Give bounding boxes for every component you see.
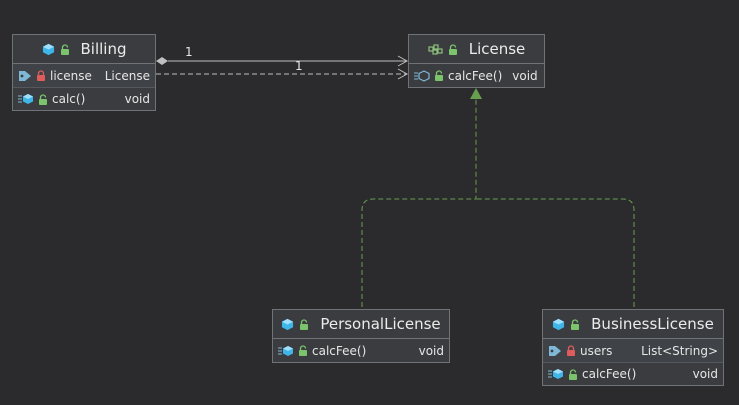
method-return-type: void	[512, 68, 538, 83]
business-license-class-name: BusinessLicense	[591, 315, 714, 333]
public-lock-icon	[448, 43, 458, 55]
billing-field-license[interactable]: license License	[13, 64, 155, 87]
method-return-type: void	[418, 343, 444, 358]
business-license-class-box[interactable]: BusinessLicense users List<String> calcF…	[542, 309, 724, 386]
method-icon	[548, 368, 564, 380]
billing-method-calc[interactable]: calc() void	[13, 87, 155, 110]
personal-license-class-name: PersonalLicense	[320, 315, 441, 333]
realization-line-personal	[361, 98, 477, 307]
public-lock-icon	[38, 93, 48, 105]
composition-arrowhead	[397, 55, 409, 67]
method-return-type: void	[124, 92, 150, 106]
method-name: calcFee()	[448, 68, 503, 83]
billing-class-box[interactable]: Billing license License calc() void	[12, 34, 156, 111]
private-lock-icon	[566, 345, 576, 356]
license-interface-box[interactable]: License calcFee() void	[408, 34, 545, 88]
composition-multiplicity: 1	[185, 45, 193, 59]
license-interface-header[interactable]: License	[409, 35, 544, 64]
method-icon	[18, 93, 34, 105]
method-return-type: void	[692, 367, 718, 381]
billing-class-header[interactable]: Billing	[13, 35, 155, 64]
composition-diamond	[156, 57, 168, 65]
method-name: calc()	[52, 92, 86, 106]
class-icon	[42, 43, 55, 56]
license-interface-name: License	[468, 40, 526, 58]
method-name: calcFee()	[312, 343, 367, 358]
interface-icon	[428, 43, 443, 55]
personal-license-method-calcfee[interactable]: calcFee() void	[273, 339, 449, 362]
business-license-method-calcfee[interactable]: calcFee() void	[543, 362, 723, 385]
public-lock-icon	[568, 368, 578, 380]
public-lock-icon	[434, 70, 444, 81]
public-lock-icon	[60, 43, 70, 55]
field-name: license	[50, 68, 92, 83]
field-tag-icon	[548, 345, 562, 357]
personal-license-class-header[interactable]: PersonalLicense	[273, 310, 449, 339]
method-icon	[278, 345, 294, 357]
license-method-calcfee[interactable]: calcFee() void	[409, 64, 544, 87]
realization-line-business	[476, 198, 635, 307]
class-icon	[552, 318, 565, 331]
public-lock-icon	[298, 345, 308, 356]
field-name: users	[580, 343, 613, 358]
personal-license-class-box[interactable]: PersonalLicense calcFee() void	[272, 309, 450, 363]
realization-arrowhead	[470, 88, 482, 99]
business-license-class-header[interactable]: BusinessLicense	[543, 310, 723, 339]
field-type: License	[104, 68, 150, 83]
private-lock-icon	[36, 70, 46, 81]
public-lock-icon	[570, 318, 580, 330]
billing-class-name: Billing	[80, 40, 127, 58]
abstract-method-icon	[414, 69, 430, 82]
field-type: List<String>	[641, 343, 718, 358]
method-name: calcFee()	[582, 367, 637, 381]
field-tag-icon	[18, 70, 32, 82]
business-license-field-users[interactable]: users List<String>	[543, 339, 723, 362]
dependency-arrowhead	[397, 68, 409, 80]
dependency-multiplicity: 1	[295, 59, 303, 73]
public-lock-icon	[299, 318, 309, 330]
class-icon	[281, 318, 294, 331]
